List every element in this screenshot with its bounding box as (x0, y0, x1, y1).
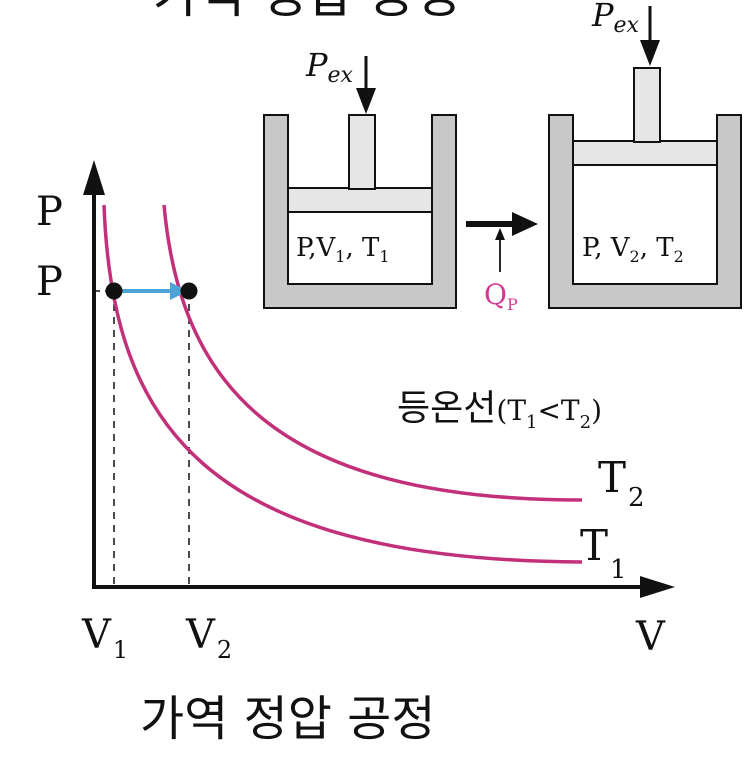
state-point-2 (180, 282, 198, 300)
pex-arrowhead-final (640, 40, 660, 66)
pex-label-initial: Pex (305, 46, 354, 88)
process-arrowhead (512, 212, 538, 236)
y-axis-label: P (36, 189, 63, 235)
process-arrow (466, 212, 538, 236)
v1-tick-label: V1 (81, 612, 128, 664)
isotherm-t2-curve (162, 204, 583, 502)
isotherm-legend: 등온선(T1<T2) (397, 388, 602, 433)
pex-arrowhead-initial (356, 88, 376, 114)
gas-chamber-final (572, 164, 718, 285)
p-tick-label: P (36, 259, 63, 305)
piston-initial: Pex P,V1, T1 (263, 46, 457, 309)
pv-graph: P P V V1 V2 등온선(T1<T2) T2 T1 (36, 160, 675, 664)
t2-curve-label: T2 (598, 453, 645, 513)
piston-final: Pex P, V2, T2 (548, 0, 742, 309)
v2-tick-label: V2 (185, 612, 232, 664)
state-label-final: P, V2, T2 (582, 233, 684, 266)
cylinder-initial (263, 114, 457, 309)
diagram-caption: 가역 정압 공정 (140, 691, 435, 747)
heat-label: QP (484, 278, 518, 314)
gas-chamber-initial (287, 211, 433, 285)
heat-arrowhead (495, 228, 505, 240)
y-axis-arrowhead (83, 160, 105, 195)
header-partial: 가역 정압 공정 (153, 0, 461, 24)
piston-rod-initial (348, 114, 376, 190)
piston-plate-final (572, 140, 718, 166)
piston-rod-final (633, 67, 661, 143)
pex-label-final: Pex (591, 0, 640, 38)
state-point-1 (105, 282, 123, 300)
state-label-initial: P,V1, T1 (296, 233, 390, 266)
heat-input: QP (484, 228, 518, 314)
x-axis-label: V (635, 614, 666, 660)
expansion-arrowhead (170, 282, 188, 300)
piston-plate-initial (287, 187, 433, 213)
x-axis-arrowhead (640, 576, 675, 598)
t1-curve-label: T1 (580, 521, 627, 585)
